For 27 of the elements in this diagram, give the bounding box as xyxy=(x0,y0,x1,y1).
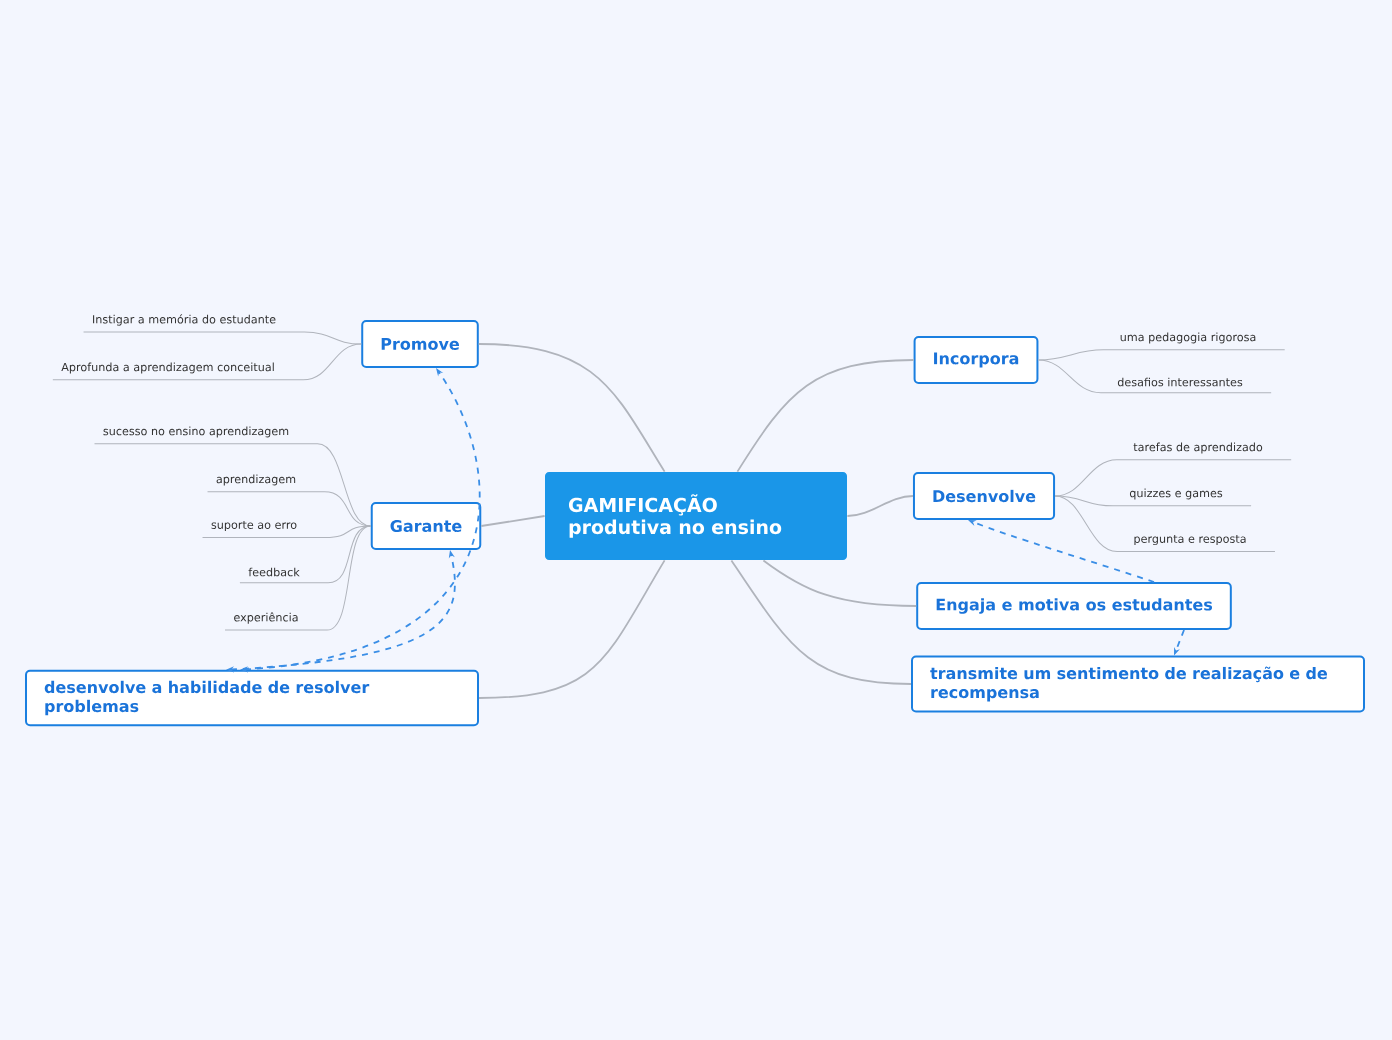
topic-box: transmite um sentimento de realização e de recompensa xyxy=(911,655,1365,713)
connector-line xyxy=(1054,495,1252,507)
connector-line xyxy=(1037,359,1272,394)
topic-box: desenvolve a habilidade de resolver problemas xyxy=(25,669,479,727)
connector-line xyxy=(224,525,372,631)
connector-line xyxy=(239,525,372,584)
topic-box: Engaja e motiva os estudantes xyxy=(916,582,1232,630)
connector-line xyxy=(1054,459,1292,497)
connector-line xyxy=(478,559,666,699)
connector-line xyxy=(207,491,372,527)
connector-line xyxy=(83,331,362,345)
central-topic-box: GAMIFICAÇÃO produtiva no ensino xyxy=(545,472,847,560)
connector-line xyxy=(477,343,666,473)
connector-line xyxy=(480,515,546,527)
connector-line xyxy=(1054,495,1276,552)
topic-box: Incorpora xyxy=(913,336,1039,384)
connector-line xyxy=(202,525,372,538)
connector-line xyxy=(846,495,914,517)
connector-line xyxy=(52,343,362,381)
connector-line xyxy=(762,559,918,607)
connector-line xyxy=(94,443,372,527)
connector-line xyxy=(1037,349,1286,361)
connector-line xyxy=(736,359,915,473)
topic-box: Desenvolve xyxy=(912,472,1056,520)
topic-box: Garante xyxy=(370,502,482,550)
connector-line xyxy=(730,559,912,685)
topic-box: Promove xyxy=(361,320,479,368)
